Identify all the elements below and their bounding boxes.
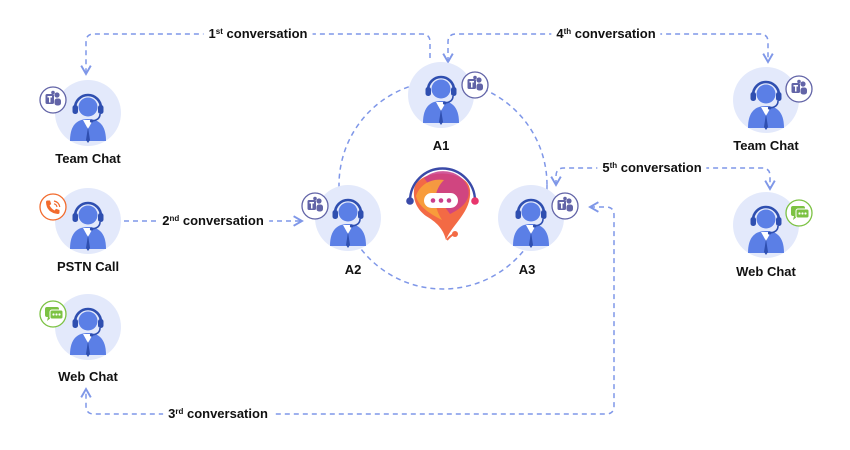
agent-avatar-icon	[313, 183, 383, 253]
pstn-call-node	[39, 186, 123, 256]
agent-avatar-icon	[53, 292, 123, 362]
agent-a3-node	[496, 183, 579, 253]
center-chat-logo-icon	[406, 167, 479, 241]
web-chat-left-node	[39, 292, 123, 362]
chat-icon	[39, 300, 67, 328]
conversation-2-label: 2nd conversation	[157, 213, 269, 229]
agent-a3-label: A3	[518, 262, 536, 277]
agent-avatar-icon	[731, 65, 801, 135]
agent-a2-node	[301, 183, 383, 253]
teams-icon	[785, 75, 813, 103]
team-chat-right-node	[731, 65, 813, 135]
agent-avatar-icon	[496, 183, 566, 253]
agent-avatar-icon	[53, 78, 123, 148]
teams-icon	[39, 86, 67, 114]
phone-icon	[39, 193, 67, 221]
teams-icon	[301, 192, 329, 220]
agent-avatar-icon	[406, 60, 476, 130]
chat-icon	[785, 199, 813, 227]
conversation-4-label: 4th conversation	[551, 26, 661, 42]
conversation-3-connector	[80, 201, 615, 415]
agent-a1-label: A1	[432, 138, 450, 153]
team-chat-left-label: Team Chat	[55, 151, 121, 166]
agent-avatar-icon	[731, 190, 801, 260]
teams-icon	[551, 192, 579, 220]
conversation-5-label: 5th conversation	[597, 160, 707, 176]
web-chat-right-label: Web Chat	[736, 264, 796, 279]
web-chat-right-node	[731, 190, 813, 260]
agent-a1-node	[406, 60, 489, 130]
conversation-3-label: 3rd conversation	[163, 406, 273, 422]
agent-avatar-icon	[53, 186, 123, 256]
team-chat-left-node	[39, 78, 123, 148]
teams-icon	[461, 71, 489, 99]
team-chat-right-label: Team Chat	[733, 138, 799, 153]
web-chat-left-label: Web Chat	[58, 369, 118, 384]
conversation-1-label: 1st conversation	[203, 26, 313, 42]
pstn-call-label: PSTN Call	[56, 259, 120, 274]
agent-a2-label: A2	[344, 262, 362, 277]
